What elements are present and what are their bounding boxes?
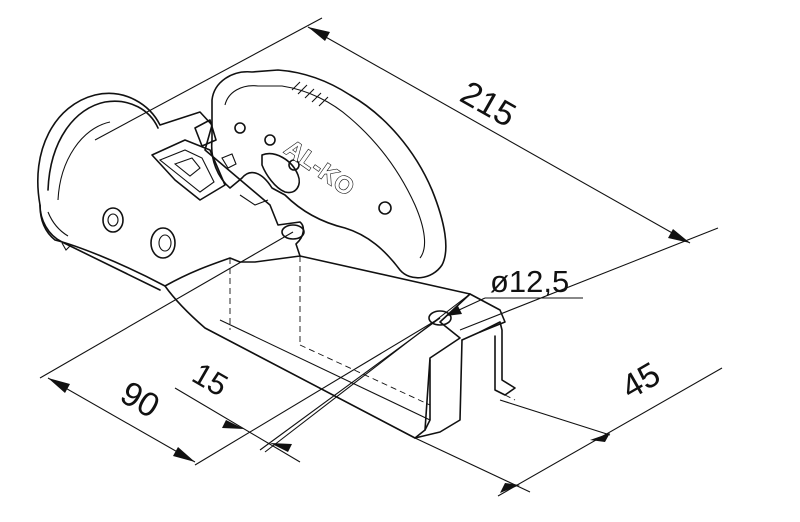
dimension-hole-label: ø12,5	[490, 264, 569, 299]
dimension-overall-length: 215	[94, 17, 719, 331]
dimension-45-label: 45	[615, 355, 667, 407]
dimension-215-label: 215	[454, 74, 522, 135]
dimension-hole-diameter: ø12,5	[445, 264, 583, 317]
dimension-90-label: 90	[114, 374, 166, 426]
mounting-plate	[164, 255, 516, 439]
dimension-hole-spacing: 90 15	[39, 231, 471, 466]
coupling-housing	[36, 92, 305, 291]
dimension-15-label: 15	[187, 356, 234, 404]
